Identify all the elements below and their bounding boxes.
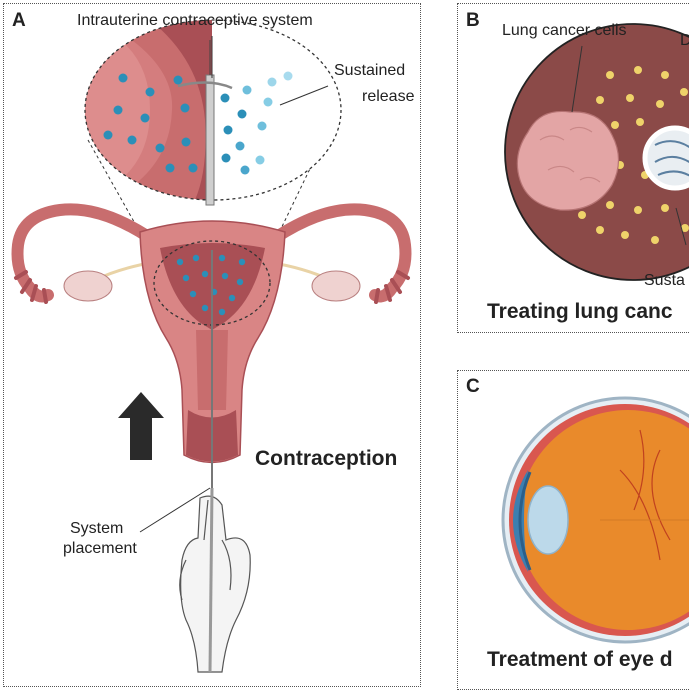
sustained-release-label-2: release [362, 88, 415, 105]
eye-caption: Treatment of eye d [487, 648, 673, 671]
up-arrow-icon [118, 392, 164, 460]
gloved-hand [179, 495, 251, 673]
magnified-view [85, 20, 341, 200]
lung-caption: Treating lung canc [487, 300, 673, 323]
lung-circle-border [504, 23, 689, 281]
eye-illustration [501, 396, 689, 644]
lung-tissue-circle [505, 24, 689, 280]
panel-b-letter: B [466, 10, 480, 31]
iud-rod-magnified [205, 74, 215, 206]
release-pointer [279, 85, 329, 106]
system-placement-label-2: placement [63, 540, 137, 557]
drug-particles-released [220, 71, 293, 175]
lung-cancer-cells-label: Lung cancer cells [502, 22, 627, 39]
contraception-caption: Contraception [255, 447, 398, 470]
panel-b [457, 3, 689, 333]
system-placement-label-1: System [70, 520, 124, 537]
panel-c-letter: C [466, 376, 480, 397]
magnified-ellipse-border [84, 19, 342, 201]
panel-c [457, 370, 689, 690]
drug-particles-tissue [103, 73, 198, 173]
placement-pointer [139, 487, 211, 533]
cells-pointer [571, 45, 583, 113]
drug-particles-uterus [176, 254, 246, 316]
sustained-label-b: Susta [644, 272, 685, 289]
iud-system-label: Intrauterine contraceptive system [77, 12, 313, 29]
panel-a-letter: A [12, 10, 26, 31]
iud-arm [177, 81, 233, 90]
cut-label-top: D [680, 32, 689, 49]
sustained-release-label-1: Sustained [334, 62, 406, 79]
sustained-pointer-b [675, 207, 687, 246]
panel-a [3, 3, 421, 687]
zoom-line-right [261, 147, 321, 269]
